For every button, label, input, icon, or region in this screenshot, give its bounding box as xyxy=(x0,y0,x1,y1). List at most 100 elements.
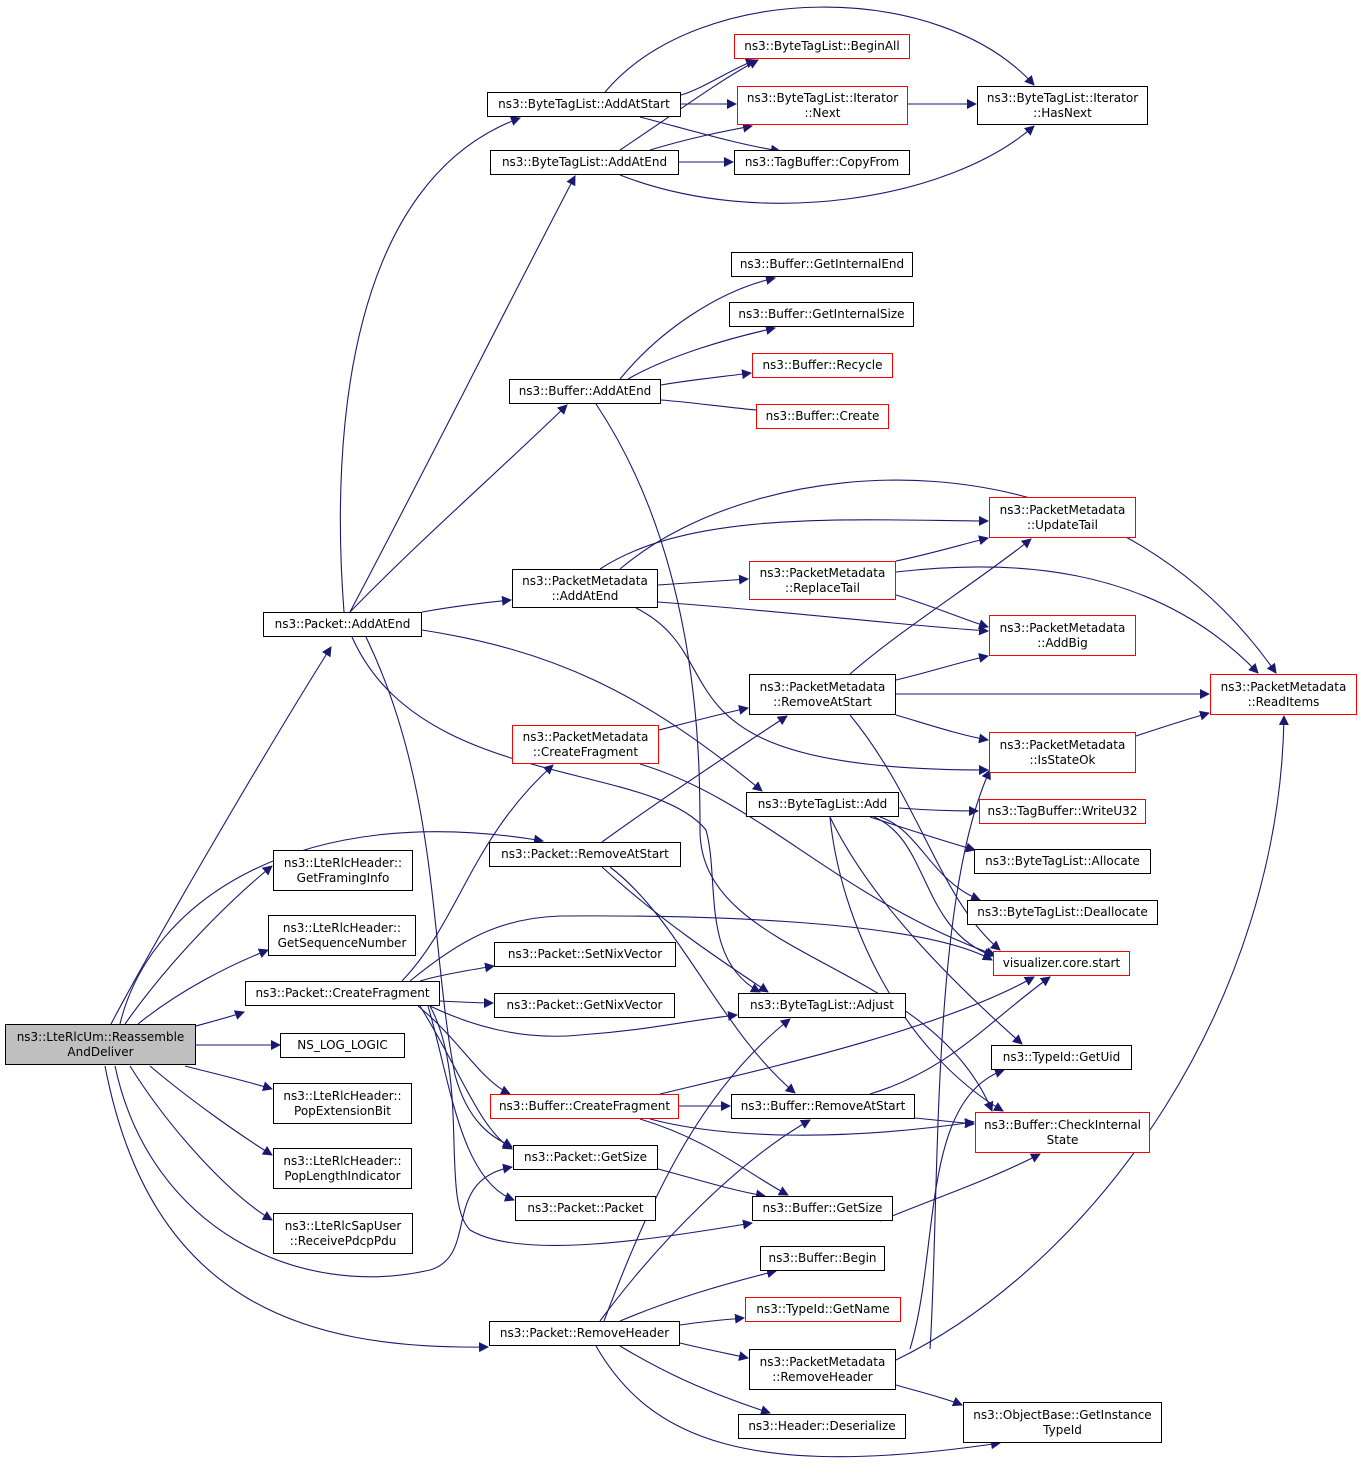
node-packet-removeatstart[interactable]: ns3::Packet::RemoveAtStart xyxy=(489,842,681,867)
node-packetmetadata-updatetail[interactable]: ns3::PacketMetadata::UpdateTail xyxy=(989,497,1136,538)
node-bytetaglist-deallocate[interactable]: ns3::ByteTagList::Deallocate xyxy=(967,900,1158,925)
node-header-deserialize[interactable]: ns3::Header::Deserialize xyxy=(738,1414,906,1439)
node-label-line: ns3::TagBuffer::CopyFrom xyxy=(744,155,900,169)
edge-bt_add-vis_core_start xyxy=(873,816,994,958)
node-buffer-removeatstart[interactable]: ns3::Buffer::RemoveAtStart xyxy=(731,1094,915,1119)
node-lterlcheader-getframinginfo[interactable]: ns3::LteRlcHeader::GetFramingInfo xyxy=(273,850,413,891)
node-lterlcsapuser-receivepdcppdu[interactable]: ns3::LteRlcSapUser::ReceivePdcpPdu xyxy=(273,1213,413,1254)
node-packet-removeheader[interactable]: ns3::Packet::RemoveHeader xyxy=(489,1321,680,1346)
node-label-line: ::Next xyxy=(804,105,841,120)
node-typeid-getuid[interactable]: ns3::TypeId::GetUid xyxy=(991,1045,1132,1070)
node-packet-setnixvector[interactable]: ns3::Packet::SetNixVector xyxy=(494,942,676,967)
node-buffer-getinternalend[interactable]: ns3::Buffer::GetInternalEnd xyxy=(731,252,913,277)
node-label-line: GetFramingInfo xyxy=(296,870,390,885)
node-label-line: ::ReceivePdcpPdu xyxy=(289,1233,397,1248)
node-lterlcheader-poplengthindicator[interactable]: ns3::LteRlcHeader::PopLengthIndicator xyxy=(273,1148,412,1189)
node-buffer-begin[interactable]: ns3::Buffer::Begin xyxy=(760,1246,885,1271)
node-label-line: ::RemoveHeader xyxy=(772,1369,873,1384)
node-buffer-create[interactable]: ns3::Buffer::Create xyxy=(756,404,889,429)
node-packetmetadata-removeheader[interactable]: ns3::PacketMetadata::RemoveHeader xyxy=(749,1349,896,1390)
node-bytetaglist-adjust[interactable]: ns3::ByteTagList::Adjust xyxy=(738,993,906,1018)
node-label: ns3::LteRlcHeader::GetFramingInfo xyxy=(284,856,402,886)
node-bytetaglist-addatstart[interactable]: ns3::ByteTagList::AddAtStart xyxy=(487,92,681,117)
node-tagbuffer-writeu32[interactable]: ns3::TagBuffer::WriteU32 xyxy=(979,799,1146,824)
node-label-line: ns3::Buffer::AddAtEnd xyxy=(518,384,652,398)
edge-bt_add-bt_deallocate xyxy=(879,816,981,902)
node-label-line: AndDeliver xyxy=(67,1044,134,1059)
node-packet-getnixvector[interactable]: ns3::Packet::GetNixVector xyxy=(494,993,675,1018)
node-label-line: ns3::Buffer::GetInternalEnd xyxy=(739,257,905,271)
node-packet-packet[interactable]: ns3::Packet::Packet xyxy=(515,1196,656,1221)
edge-pm_addatend-pm_replacetail xyxy=(657,574,749,586)
node-lterlcheader-getsequencenumber[interactable]: ns3::LteRlcHeader::GetSequenceNumber xyxy=(268,915,416,956)
edge-pm_removeatstart-pm_isstateok xyxy=(895,714,989,744)
node-bytetaglist-addatend[interactable]: ns3::ByteTagList::AddAtEnd xyxy=(490,150,679,175)
edge-pkt_createfragment-pkt_setnixvector xyxy=(419,962,495,982)
node-bytetaglist-allocate[interactable]: ns3::ByteTagList::Allocate xyxy=(974,849,1151,874)
node-label-line: ns3::TypeId::GetUid xyxy=(1002,1050,1121,1064)
node-packetmetadata-createfragment[interactable]: ns3::PacketMetadata::CreateFragment xyxy=(512,725,659,764)
edge-pkt_addatend-pm_addatend xyxy=(421,595,512,613)
edge-bt_addatstart-bt_iter_hasnext xyxy=(604,6,1035,93)
node-label: ns3::ByteTagList::Deallocate xyxy=(977,905,1147,920)
node-packetmetadata-readitems[interactable]: ns3::PacketMetadata::ReadItems xyxy=(1210,674,1357,715)
node-bytetaglist-iterator-next[interactable]: ns3::ByteTagList::Iterator::Next xyxy=(737,86,908,125)
edge-bt_addatend-bt_iter_next xyxy=(649,122,753,151)
node-label: ns3::Packet::Packet xyxy=(527,1201,643,1216)
edge-pm_addatend-pm_addbig xyxy=(657,601,989,636)
edge-root-pkt_removeatstart xyxy=(119,831,544,1025)
node-label: ns3::PacketMetadata::UpdateTail xyxy=(1000,503,1126,533)
node-visualizer-core-start[interactable]: visualizer.core.start xyxy=(993,951,1130,976)
node-label-line: ns3::PacketMetadata xyxy=(759,565,886,580)
edge-root-pkt_removeheader xyxy=(104,1065,489,1353)
edge-pm_replacetail-pm_updatetail xyxy=(895,535,989,562)
node-packetmetadata-replacetail[interactable]: ns3::PacketMetadata::ReplaceTail xyxy=(749,561,896,600)
edge-pkt_createfragment-bt_adjust xyxy=(429,1005,738,1037)
edge-buf_createfragment-buf_checkinternal xyxy=(649,1118,975,1136)
node-ns-log-logic[interactable]: NS_LOG_LOGIC xyxy=(280,1033,405,1058)
node-bytetaglist-add[interactable]: ns3::ByteTagList::Add xyxy=(746,792,899,817)
node-packet-getsize[interactable]: ns3::Packet::GetSize xyxy=(513,1145,658,1170)
node-label-line: ns3::LteRlcHeader:: xyxy=(282,920,402,935)
edge-buf_createfragment-vis_core_start xyxy=(659,976,1035,1095)
node-packet-addatend[interactable]: ns3::Packet::AddAtEnd xyxy=(263,612,422,637)
node-packet-createfragment[interactable]: ns3::Packet::CreateFragment xyxy=(245,981,440,1006)
edge-root-pkt_getsize xyxy=(114,1065,513,1278)
node-buffer-recycle[interactable]: ns3::Buffer::Recycle xyxy=(752,353,893,378)
node-buffer-createfragment[interactable]: ns3::Buffer::CreateFragment xyxy=(490,1094,679,1119)
edge-root-rlcsap_receive xyxy=(129,1065,273,1221)
node-label-line: ns3::Buffer::Begin xyxy=(768,1251,877,1265)
edge-root-rlc_poplenind xyxy=(149,1065,273,1156)
node-packetmetadata-isstateok[interactable]: ns3::PacketMetadata::IsStateOk xyxy=(989,732,1136,773)
node-bytetaglist-beginall[interactable]: ns3::ByteTagList::BeginAll xyxy=(734,34,910,59)
node-packetmetadata-addatend[interactable]: ns3::PacketMetadata::AddAtEnd xyxy=(512,569,658,608)
node-buffer-addatend[interactable]: ns3::Buffer::AddAtEnd xyxy=(509,379,661,404)
edge-buf_createfragment-buf_getsize xyxy=(639,1118,789,1196)
node-buffer-getsize[interactable]: ns3::Buffer::GetSize xyxy=(752,1196,893,1221)
node-label: ns3::ByteTagList::Allocate xyxy=(985,854,1140,869)
edge-pkt_createfragment-pkt_getnixvector xyxy=(439,997,494,1008)
node-label-line: ns3::Buffer::GetInternalSize xyxy=(738,307,905,321)
node-buffer-getinternalsize[interactable]: ns3::Buffer::GetInternalSize xyxy=(729,302,914,327)
node-lterlcheader-popextensionbit[interactable]: ns3::LteRlcHeader::PopExtensionBit xyxy=(273,1083,412,1124)
node-label-line: ns3::Packet::RemoveAtStart xyxy=(501,847,669,861)
node-label-line: ns3::ByteTagList::BeginAll xyxy=(744,39,900,53)
edge-pkt_createfragment-pkt_packet xyxy=(427,1005,515,1202)
node-tagbuffer-copyfrom[interactable]: ns3::TagBuffer::CopyFrom xyxy=(734,150,910,175)
edge-bt_add-typeid_getuid xyxy=(829,816,1023,1045)
node-label-line: ns3::Packet::GetNixVector xyxy=(506,998,663,1012)
node-packetmetadata-removeatstart[interactable]: ns3::PacketMetadata::RemoveAtStart xyxy=(749,674,896,715)
node-label: ns3::LteRlcHeader::PopExtensionBit xyxy=(283,1089,401,1119)
edge-buf_addatend-buf_recycle xyxy=(660,369,752,386)
node-bytetaglist-iterator-hasnext[interactable]: ns3::ByteTagList::Iterator::HasNext xyxy=(977,86,1148,125)
node-packetmetadata-addbig[interactable]: ns3::PacketMetadata::AddBig xyxy=(989,615,1136,656)
edge-pkt_getsize-buf_getsize xyxy=(657,1168,766,1200)
node-typeid-getname[interactable]: ns3::TypeId::GetName xyxy=(745,1297,901,1322)
node-label: ns3::PacketMetadata::AddAtEnd xyxy=(522,574,648,604)
node-label-line: GetSequenceNumber xyxy=(277,935,407,950)
